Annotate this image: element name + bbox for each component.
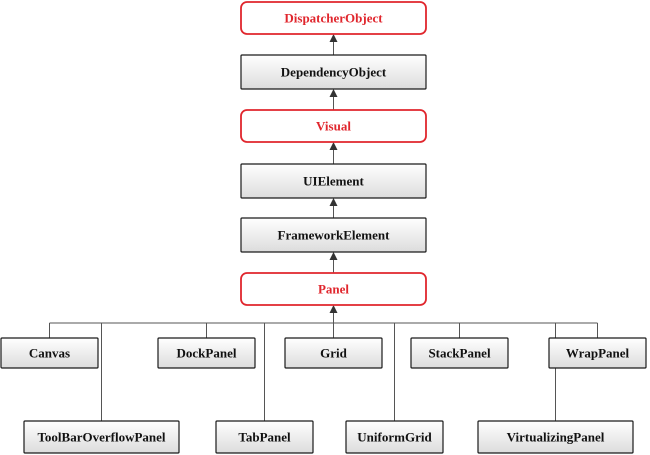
class-label: UniformGrid (357, 430, 432, 445)
class-label: DockPanel (177, 346, 237, 361)
class-box-toolbar-overflow-panel: ToolBarOverflowPanel (23, 420, 180, 454)
class-label: Canvas (29, 346, 70, 361)
class-label: VirtualizingPanel (507, 430, 605, 445)
class-box-frame (240, 54, 427, 90)
class-box-frame (240, 163, 427, 199)
class-label: FrameworkElement (278, 228, 391, 243)
class-box-tab-panel: TabPanel (215, 420, 314, 454)
class-box-framework-element: FrameworkElement (240, 217, 427, 253)
class-label: StackPanel (428, 346, 491, 361)
class-box-frame (157, 337, 256, 369)
class-box-frame (284, 337, 383, 369)
class-box-dependency-object: DependencyObject (240, 54, 427, 90)
class-box-frame (548, 337, 647, 369)
class-box-frame (240, 109, 427, 143)
class-box-grid: Grid (284, 337, 383, 369)
class-box-stack-panel: StackPanel (410, 337, 509, 369)
class-label: Visual (316, 119, 351, 134)
connector-layer (49, 34, 598, 421)
class-box-ui-element: UIElement (240, 163, 427, 199)
class-box-frame (0, 337, 99, 369)
class-label: Grid (320, 346, 347, 361)
class-box-canvas: Canvas (0, 337, 99, 369)
class-label: DependencyObject (281, 65, 387, 80)
class-label: Panel (318, 282, 349, 297)
class-box-uniform-grid: UniformGrid (345, 420, 444, 454)
class-box-frame (23, 420, 180, 454)
class-box-frame (240, 1, 427, 35)
class-box-dispatcher-object: DispatcherObject (240, 1, 427, 35)
class-label: DispatcherObject (284, 11, 383, 26)
class-box-frame (345, 420, 444, 454)
class-box-frame (215, 420, 314, 454)
class-label: UIElement (303, 174, 364, 189)
class-label: WrapPanel (566, 346, 630, 361)
class-box-virtualizing-panel: VirtualizingPanel (477, 420, 634, 454)
class-box-visual: Visual (240, 109, 427, 143)
class-label: TabPanel (238, 430, 291, 445)
class-label: ToolBarOverflowPanel (37, 430, 165, 445)
class-box-panel: Panel (240, 272, 427, 306)
class-box-wrap-panel: WrapPanel (548, 337, 647, 369)
class-box-dock-panel: DockPanel (157, 337, 256, 369)
class-box-frame (410, 337, 509, 369)
class-box-frame (240, 217, 427, 253)
class-box-frame (240, 272, 427, 306)
class-box-frame (477, 420, 634, 454)
